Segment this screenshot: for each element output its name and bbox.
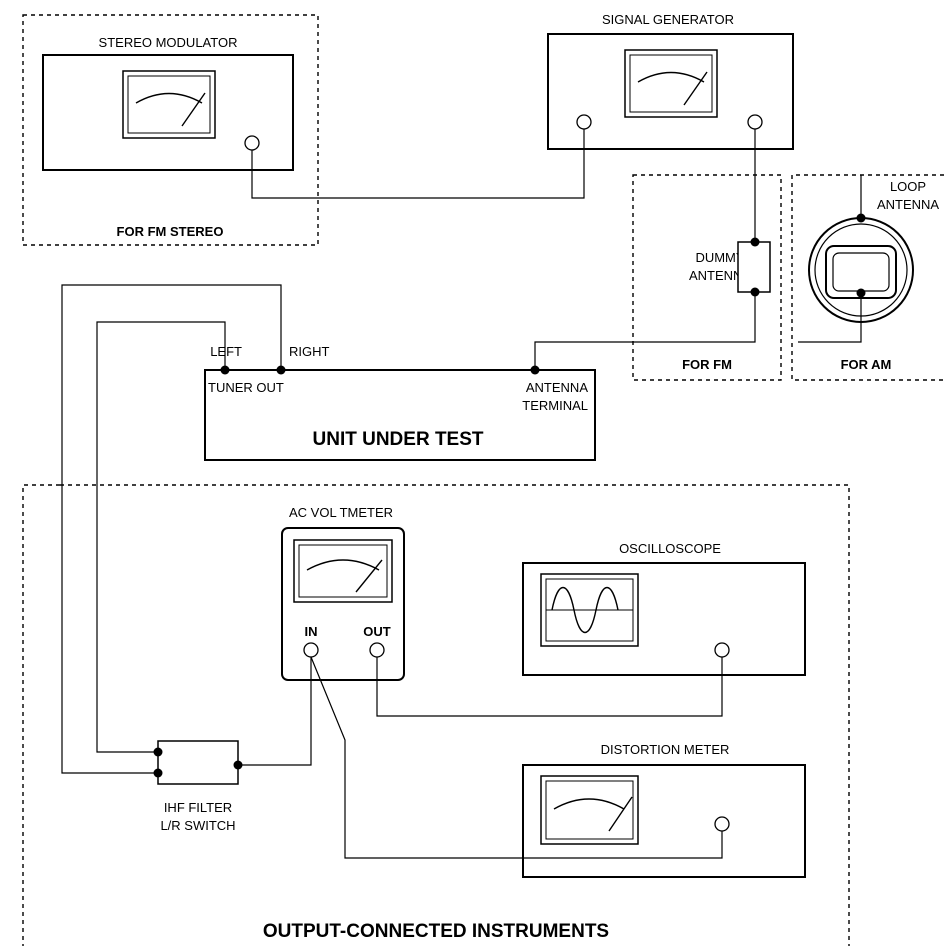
oscilloscope-input-jack [714, 642, 730, 658]
distortion-meter-input-jack [714, 816, 730, 832]
for-fm-group-label: FOR FM [682, 357, 732, 372]
unit-under-test-title: UNIT UNDER TEST [313, 429, 484, 450]
dummy-antenna-box [737, 241, 771, 293]
loop-antenna-label-1: LOOP [890, 179, 926, 194]
for-am-group-outline [791, 174, 944, 381]
voltmeter-in-jack [303, 642, 319, 658]
filter-to-voltmeter-wire [238, 657, 312, 766]
voltmeter-out-jack [369, 642, 385, 658]
unit-under-test-box [204, 369, 596, 461]
output-group-label: OUTPUT-CONNECTED INSTRUMENTS [263, 921, 609, 942]
loop-antenna-bottom-lead [798, 293, 862, 343]
ihf-filter-box [157, 740, 239, 785]
left-channel-wire [96, 321, 226, 753]
ihf-filter-left-input [153, 747, 163, 757]
antenna-terminal-label-1: ANTENNA [526, 380, 588, 395]
right-output-label: RIGHT [289, 344, 330, 359]
ac-voltmeter-label: AC VOL TMETER [289, 505, 393, 520]
for-am-group-label: FOR AM [841, 357, 892, 372]
fm-stereo-group-label: FOR FM STEREO [117, 224, 224, 239]
distortion-meter-label: DISTORTION METER [601, 742, 730, 757]
oscilloscope-screen-icon [540, 573, 639, 647]
voltmeter-to-distortion-meter-wire [310, 656, 723, 859]
loop-antenna-top-terminal [856, 213, 866, 223]
ihf-filter-right-input [153, 768, 163, 778]
dummy-to-antenna-terminal-wire [534, 292, 756, 370]
stereo-modulator-output-jack [244, 135, 260, 151]
dummy-antenna-label-2: ANTENNA [689, 268, 751, 283]
fm-stereo-group-outline [22, 14, 319, 246]
output-group-outline-left [22, 484, 60, 946]
tuner-out-label: TUNER OUT [208, 380, 284, 395]
distortion-meter-meter-icon [540, 775, 639, 845]
signal-generator-meter-icon [624, 49, 718, 118]
output-group-outline-right [60, 484, 850, 946]
dummy-antenna-label-1: DUMMY [695, 250, 744, 265]
signal-generator-label: SIGNAL GENERATOR [602, 12, 734, 27]
loop-antenna-label-2: ANTENNA [877, 197, 939, 212]
voltmeter-in-label: IN [305, 624, 318, 639]
right-channel-wire [61, 284, 282, 774]
antenna-terminal-label-2: TERMINAL [522, 398, 588, 413]
stereo-modulator-label: STEREO MODULATOR [99, 35, 238, 50]
ihf-filter-label-2: L/R SWITCH [160, 818, 235, 833]
for-fm-group-outline [632, 174, 782, 381]
stereo-modulator-meter-icon [122, 70, 216, 139]
ac-voltmeter-meter-icon [293, 539, 393, 603]
antenna-input-terminal [530, 365, 540, 375]
voltmeter-to-oscilloscope-wire [376, 657, 723, 717]
loop-antenna-bottom-terminal [856, 288, 866, 298]
dummy-antenna-input-terminal [750, 237, 760, 247]
left-output-label: LEFT [210, 344, 242, 359]
signal-generator-rf-output-jack [747, 114, 763, 130]
voltmeter-out-label: OUT [363, 624, 391, 639]
oscilloscope-label: OSCILLOSCOPE [619, 541, 721, 556]
ihf-filter-label-1: IHF FILTER [164, 800, 232, 815]
modulator-to-generator-wire [251, 129, 585, 199]
signal-generator-mod-input-jack [576, 114, 592, 130]
